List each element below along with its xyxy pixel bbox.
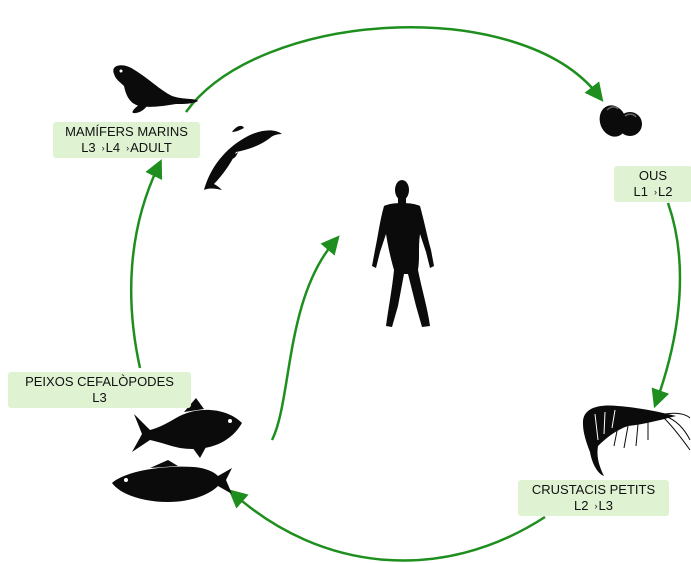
arrow-eggs-to-crustaceans	[657, 203, 680, 400]
eggs-icon	[595, 102, 642, 141]
stage-code: L4	[106, 140, 120, 155]
stage-sequence: L3	[12, 390, 187, 406]
stage-code: L2	[658, 184, 672, 199]
shrimp-icon	[583, 406, 690, 476]
seal-icon	[113, 65, 198, 113]
arrow-fish-to-human	[272, 242, 334, 440]
stage-sequence: L2 ›L3	[522, 498, 665, 514]
stage-separator: ›	[595, 501, 598, 511]
stage-code: L3	[92, 390, 106, 405]
stage-title: MAMÍFERS MARINS	[57, 124, 196, 140]
stage-code: L1	[634, 184, 648, 199]
stage-title: CRUSTACIS PETITS	[522, 482, 665, 498]
fish-icon	[112, 460, 232, 502]
stage-sequence: L1 ›L2	[618, 184, 688, 200]
stage-title: OUS	[618, 168, 688, 184]
arrow-fish-to-mammals	[131, 167, 158, 368]
stage-title: PEIXOS CEFALÒPODES	[12, 374, 187, 390]
human-icon	[372, 180, 434, 327]
stage-separator: ›	[654, 187, 657, 197]
stage-code: ADULT	[130, 140, 172, 155]
stage-label-small-crustaceans: CRUSTACIS PETITS L2 ›L3	[518, 480, 669, 516]
stage-separator: ›	[102, 143, 105, 153]
stage-code: L3	[81, 140, 95, 155]
arrow-crustaceans-to-fish	[235, 495, 545, 561]
stage-sequence: L3›L4›ADULT	[57, 140, 196, 156]
stage-code: L2	[574, 498, 588, 513]
stage-separator: ›	[126, 143, 129, 153]
stage-label-eggs: OUS L1 ›L2	[614, 166, 691, 202]
stage-label-fish-cephalopods: PEIXOS CEFALÒPODES L3	[8, 372, 191, 408]
arrow-mammals-to-eggs	[186, 27, 598, 112]
stage-label-marine-mammals: MAMÍFERS MARINS L3›L4›ADULT	[53, 122, 200, 158]
dolphin-icon	[204, 126, 282, 190]
stage-code: L3	[599, 498, 613, 513]
